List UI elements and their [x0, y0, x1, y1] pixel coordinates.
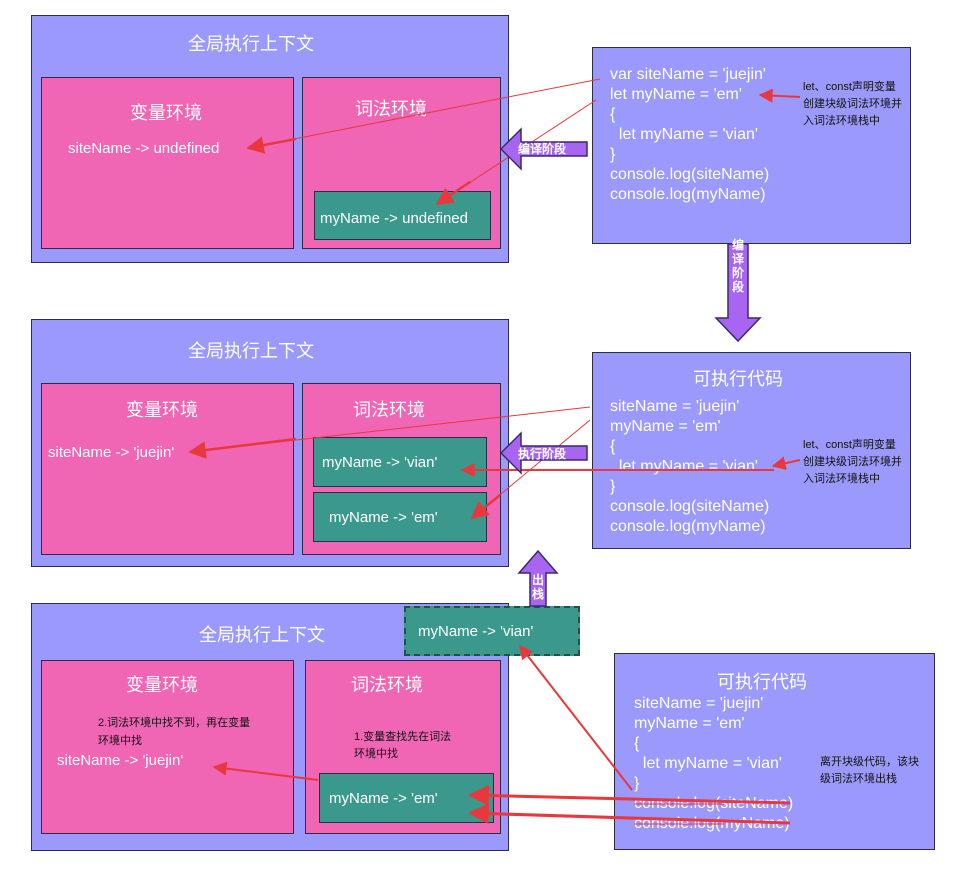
lexical-value-2a: myName -> 'vian': [322, 454, 438, 471]
lexical-value-box-2b: [313, 492, 487, 542]
arrow-exit-to-popped: [519, 644, 633, 791]
code-line-2-3: {: [610, 438, 616, 455]
variable-environment-box-2: [41, 383, 294, 555]
code-line-2-6: console.log(siteName): [610, 498, 770, 515]
code-line-1-5: }: [610, 146, 616, 163]
note-2-line-1: let、const声明变量: [803, 439, 896, 451]
execute-arrow-2: [499, 431, 588, 475]
code-box-3: [614, 653, 935, 850]
global-context-title-1: 全局执行上下文: [188, 34, 314, 54]
lexical-value-3: myName -> 'em': [329, 790, 438, 807]
variable-environment-value-2: siteName -> 'juejin': [48, 444, 175, 461]
arrow-log-myname-to-lex: [467, 784, 791, 806]
variable-environment-note-3-line-2: 环境中找: [98, 735, 142, 747]
vertical-compile-char-4: 段: [731, 280, 744, 294]
note-1-line-2: 创建块级词法环境并: [803, 98, 902, 110]
code-line-2-1: siteName = 'juejin': [610, 398, 740, 415]
variable-environment-title-2: 变量环境: [126, 400, 198, 420]
code-line-1-7: console.log(myName): [610, 186, 766, 203]
code-line-2-2: myName = 'em': [610, 418, 721, 435]
vertical-compile-char-2: 译: [731, 252, 744, 266]
pop-label-char-1: 出: [531, 573, 544, 587]
lexical-environment-title-2: 词法环境: [353, 400, 425, 420]
code-line-1-2: let myName = 'em': [610, 86, 742, 103]
code-line-3-3: {: [634, 735, 640, 752]
code-line-3-5: }: [634, 775, 640, 792]
pop-arrow-up: [517, 549, 559, 607]
variable-environment-title-3: 变量环境: [126, 675, 198, 695]
lexical-value-box-2a: [313, 437, 487, 487]
lexical-value-1: myName -> undefined: [320, 210, 468, 227]
arrow-sitename-to-var-env-1: [247, 78, 601, 149]
global-context-title-3: 全局执行上下文: [199, 625, 325, 645]
lexical-environment-note-3-line-2: 环境中找: [354, 748, 398, 760]
note-2-line-3: 入词法环境栈中: [803, 473, 880, 485]
variable-environment-note-3-line-1: 2.词法环境中找不到，再在变量: [98, 717, 251, 729]
execute-label-2: 执行阶段: [518, 447, 567, 461]
lexical-value-box-1: [314, 191, 491, 240]
code-line-1-1: var siteName = 'juejin': [610, 66, 766, 83]
arrow-log-sitename-to-lex: [467, 803, 791, 825]
compile-label-1: 编译阶段: [518, 142, 567, 156]
popped-lexical-value: myName -> 'vian': [418, 623, 534, 640]
lexical-value-2b: myName -> 'em': [329, 509, 438, 526]
code-title-2: 可执行代码: [693, 369, 783, 389]
lexical-environment-title-1: 词法环境: [355, 99, 427, 119]
arrow-note-to-code-2: [771, 456, 801, 471]
vertical-compile-char-3: 阶: [731, 266, 744, 280]
code-line-2-5: }: [610, 478, 616, 495]
note-1-line-1: let、const声明变量: [803, 81, 896, 93]
arrow-em-head-2: [470, 494, 501, 520]
vertical-compile-label: 编 译 阶 段: [731, 238, 745, 294]
variable-environment-value-1: siteName -> undefined: [68, 140, 220, 157]
lexical-environment-note-3-line-1: 1.变量查找先在词法: [354, 731, 452, 743]
code-box-1: [592, 47, 911, 244]
code-line-1-4: let myName = 'vian': [610, 126, 758, 143]
arrow-sitename-head-2: [188, 437, 297, 459]
code-line-1-3: {: [610, 106, 616, 123]
note-2-line-2: 创建块级词法环境并: [803, 456, 902, 468]
lexical-environment-title-3: 词法环境: [351, 675, 423, 695]
variable-environment-box-1: [41, 77, 294, 249]
arrow-note-to-code-1: [758, 88, 801, 103]
arrow-lex-to-var-env-3: [212, 761, 319, 781]
vertical-compile-char-1: 编: [731, 238, 744, 252]
global-context-title-2: 全局执行上下文: [188, 341, 314, 361]
compile-arrow-1: [499, 127, 588, 171]
note-1-line-3: 入词法环境栈中: [803, 115, 880, 127]
code-title-3: 可执行代码: [717, 672, 807, 692]
compile-arrow-down: [714, 243, 762, 343]
exit-note-line-2: 级词法环境出栈: [820, 773, 897, 785]
variable-environment-box-3: [41, 660, 294, 834]
variable-environment-title-1: 变量环境: [130, 103, 202, 123]
arrow-sitename-head-1: [246, 136, 297, 154]
pop-label-char-2: 栈: [531, 587, 544, 601]
popped-lexical-value-box: [404, 606, 580, 656]
code-line-3-1: siteName = 'juejin': [634, 695, 764, 712]
code-line-3-2: myName = 'em': [634, 715, 745, 732]
lexical-value-box-3: [319, 773, 494, 823]
code-line-1-6: console.log(siteName): [610, 166, 770, 183]
pop-label: 出 栈: [531, 573, 545, 601]
exit-note-line-1: 离开块级代码，该块: [820, 756, 919, 768]
arrow-myname-head-1: [435, 180, 471, 206]
variable-environment-value-3: siteName -> 'juejin': [57, 752, 184, 769]
code-box-2: [592, 352, 911, 549]
code-line-3-4: let myName = 'vian': [634, 755, 782, 772]
code-line-2-7: console.log(myName): [610, 518, 766, 535]
